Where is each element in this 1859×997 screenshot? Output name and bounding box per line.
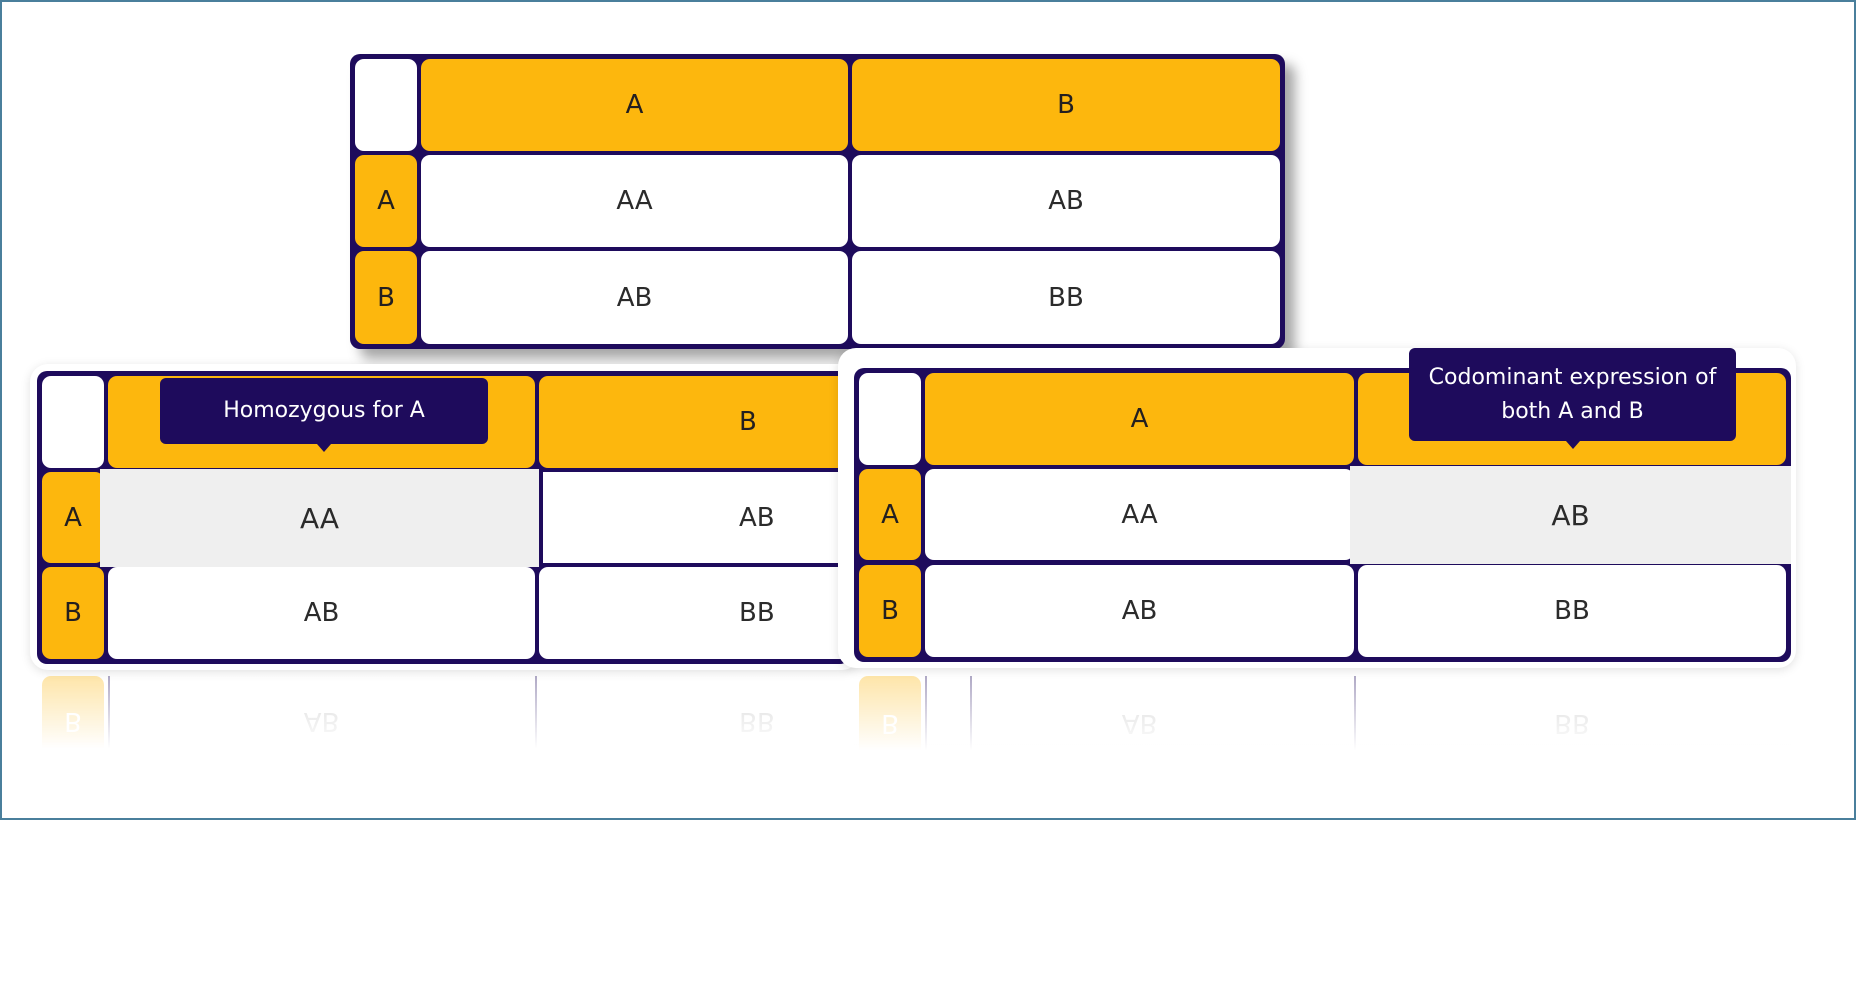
tooltip-pointer <box>317 444 331 452</box>
genotype-cell-bb[interactable]: BB <box>852 251 1280 344</box>
row-header-a: A <box>42 472 104 563</box>
row-header-a: A <box>355 155 417 247</box>
column-header-b: B <box>852 59 1280 151</box>
corner-cell <box>355 59 417 151</box>
genotype-cell-aa[interactable]: AA <box>421 155 848 247</box>
tooltip-pointer <box>1565 441 1580 449</box>
row-header-a: A <box>859 469 921 560</box>
tooltip-text-line1: Codominant expression of <box>1428 364 1717 390</box>
punnett-square-top: A B A AA AB B AB BB <box>350 54 1285 349</box>
left-square-reflection: B AB BB <box>37 676 850 756</box>
tooltip-homozygous: Homozygous for A <box>160 378 488 452</box>
row-header-b: B <box>42 567 104 659</box>
genotype-cell-ab[interactable]: AB <box>543 472 850 563</box>
genotype-cell-ab[interactable]: AB <box>852 155 1280 247</box>
right-square-reflection: B AB BB <box>854 676 1791 758</box>
tooltip-codominant: Codominant expression of both A and B <box>1409 348 1736 449</box>
column-header-b: B <box>539 376 850 468</box>
tooltip-text-line2: both A and B <box>1501 398 1644 424</box>
corner-cell <box>42 376 104 468</box>
genotype-cell-aa-highlighted[interactable]: AA <box>100 469 539 567</box>
tooltip-text: Homozygous for A <box>223 398 425 423</box>
genotype-cell-ab[interactable]: AB <box>108 567 535 659</box>
genotype-cell-aa[interactable]: AA <box>925 469 1354 560</box>
genotype-cell-ab-highlighted[interactable]: AB <box>1350 466 1791 564</box>
column-header-a: A <box>421 59 848 151</box>
genotype-cell-bb[interactable]: BB <box>539 567 850 659</box>
genotype-cell-ab[interactable]: AB <box>925 565 1354 657</box>
genotype-cell-bb[interactable]: BB <box>1358 565 1786 657</box>
row-header-b: B <box>355 251 417 344</box>
row-header-b: B <box>859 565 921 657</box>
genotype-cell-ab[interactable]: AB <box>421 251 848 344</box>
column-header-a: A <box>925 373 1354 465</box>
corner-cell <box>859 373 921 465</box>
